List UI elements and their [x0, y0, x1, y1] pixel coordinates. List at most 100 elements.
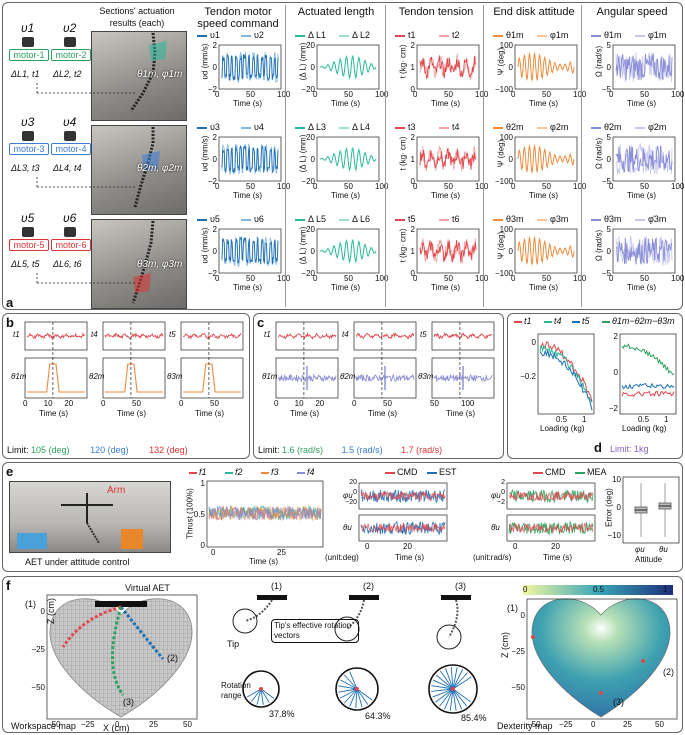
panel-f-label: f: [6, 578, 11, 593]
legend-label: Δ L6: [352, 214, 371, 224]
x-tick: 100: [375, 182, 389, 191]
x-tick: 0: [215, 274, 220, 283]
rotation-vector: [349, 671, 358, 690]
pose-point: [531, 635, 535, 639]
series-dark: [319, 55, 377, 79]
x-tick: 20: [403, 542, 412, 551]
y-axis-label: Error (deg): [604, 488, 614, 527]
x-tick: 50: [542, 182, 551, 191]
x-tick: 50: [655, 720, 664, 729]
x-tick: 50: [542, 274, 551, 283]
workspace-axes: [46, 594, 198, 720]
column-plots-0: [197, 35, 282, 274]
series-dark: [221, 54, 279, 82]
column-plots-1: [295, 35, 380, 274]
x-tick: 50: [132, 399, 141, 408]
y-tick: 0.5: [193, 510, 205, 519]
series-dark: [419, 240, 477, 263]
y-label: φ̇u: [491, 491, 501, 500]
cmd-series: [508, 490, 594, 502]
axes-box: [416, 136, 480, 182]
thrust-series: [208, 504, 322, 522]
y-tick: 5: [606, 225, 611, 234]
dex-y-label: Z (cm): [500, 632, 510, 658]
attitude-series: [105, 363, 163, 393]
attitude-axes: [506, 514, 596, 542]
limit-3: 1.7 (rad/s): [401, 445, 443, 455]
y-tick: −50: [511, 683, 525, 692]
y-tick: −5: [601, 177, 611, 186]
legend-label: θ2m: [506, 122, 524, 132]
x-axis-label: Time (s): [431, 99, 461, 108]
x-tick: 0: [511, 90, 516, 99]
rotation-vector: [452, 688, 472, 703]
y-tick: 0: [508, 63, 513, 72]
limit-prefix: Limit:: [7, 445, 29, 455]
panel-b-limits: Limit: 105 (deg) 120 (deg) 132 (deg): [7, 445, 251, 455]
legend-label: EST: [439, 467, 457, 477]
legend-label: φ̇2m: [648, 122, 667, 132]
x-axis-label: Time (s): [529, 283, 559, 292]
y-tick: 2: [212, 133, 217, 142]
y-axis-label: υd (mm/s): [200, 43, 210, 80]
x-tick: 0: [413, 182, 418, 191]
legend-label: φ̇1m: [648, 30, 667, 40]
x-tick: 50: [542, 90, 551, 99]
x-tick: 0: [274, 399, 279, 408]
x-tick: 100: [671, 90, 685, 99]
y-label-top: t1: [13, 330, 20, 339]
x-axis-label: Time (s): [331, 99, 361, 108]
x-tick: 50: [430, 399, 439, 408]
x-axis-label: Time (s): [627, 191, 657, 200]
legend-label: Δ L4: [352, 122, 371, 132]
panel-c-limits: Limit: 1.6 (rad/s) 1.5 (rad/s) 1.7 (rad/…: [258, 445, 506, 455]
motor-icon: [64, 131, 76, 141]
section-photo-1: [91, 31, 187, 121]
rotation-vector: [349, 688, 358, 707]
series-dark: [319, 239, 377, 263]
y-tick: 0: [40, 607, 45, 616]
x-tick: 100: [475, 90, 489, 99]
x-tick: 50: [344, 182, 353, 191]
axes-box-top: [102, 321, 166, 351]
rotation-vector: [452, 676, 472, 690]
y-label-top: t1: [264, 330, 271, 339]
rotation-vector: [260, 688, 270, 703]
x-tick: 10: [294, 399, 304, 408]
y-label-bottom: θ2m: [89, 372, 105, 381]
legend-label: θ3m: [506, 214, 524, 224]
axes-box-top: [180, 321, 244, 351]
x-tick: 100: [573, 182, 587, 191]
column-plots-4: [591, 35, 676, 274]
rotation-vector: [450, 667, 454, 690]
x-axis-label: Time (s): [117, 409, 147, 418]
middle-pose-label: (3): [455, 581, 466, 591]
colorbar: [523, 585, 673, 595]
legend-label: t5: [408, 214, 416, 224]
axes-box-bottom: [275, 357, 339, 399]
legend-label: υ1: [210, 30, 220, 40]
x-tick: 50: [640, 90, 649, 99]
y-axis-label: Ω (rad/s): [594, 229, 604, 262]
rotation-vector: [449, 688, 454, 711]
virtual-aet: [95, 601, 147, 607]
x-tick: 100: [671, 274, 685, 283]
rotation-vector: [432, 679, 454, 690]
y-tick: 1: [410, 247, 415, 256]
rotation-vector: [452, 667, 458, 690]
y-axis-label: t (kg· cm): [398, 44, 408, 79]
axes-box-top: [353, 321, 417, 351]
x-tick: −50: [47, 720, 61, 729]
attitude-axes: [506, 482, 596, 510]
column-separator: [385, 5, 386, 307]
y-tick: −100: [494, 85, 513, 94]
tension-series: [182, 332, 242, 340]
x-axis-label: Time (s): [431, 283, 461, 292]
x-tick: 0: [511, 274, 516, 283]
rotation-vector: [338, 685, 358, 690]
y-tick: −25: [31, 645, 45, 654]
column-title-3: End disk attitude: [493, 6, 575, 18]
axes-box: [218, 44, 282, 90]
y-axis-label: (Δ L) (mm): [298, 134, 308, 173]
